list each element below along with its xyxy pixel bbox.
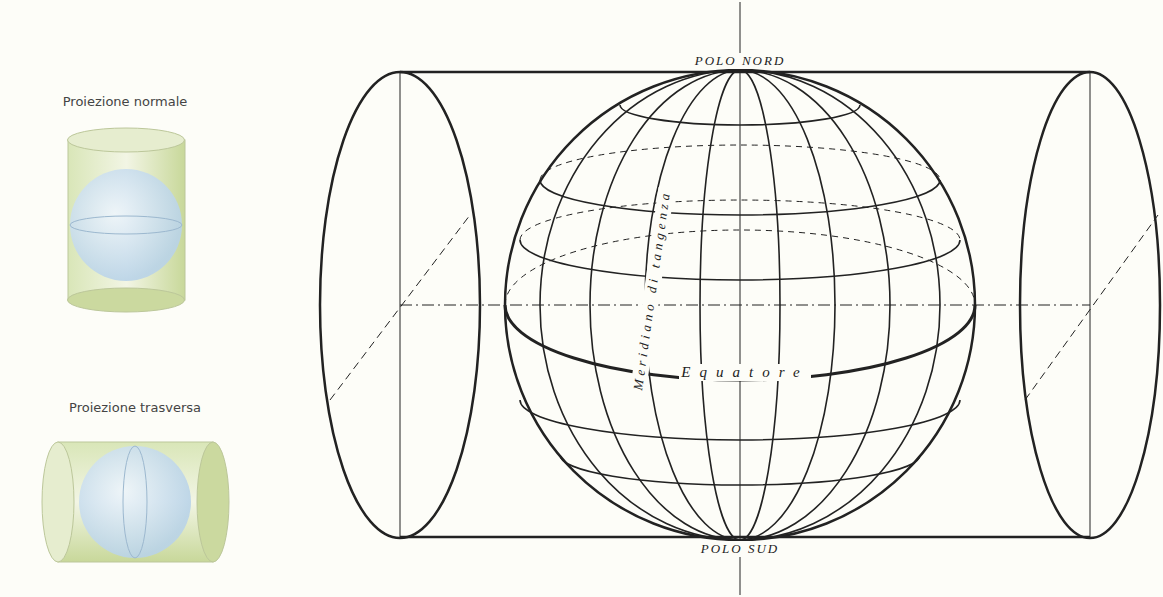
transverse-projection-icon [42, 442, 229, 562]
pole-label: POLO SUD [699, 541, 781, 557]
projection-type-label: Proiezione normale [63, 94, 188, 109]
pole-label: POLO NORD [693, 53, 788, 69]
cylinder-globe-drawing [320, 2, 1160, 595]
normal-projection-icon [68, 128, 186, 312]
equator-label: Equatore [679, 364, 810, 381]
projection-type-label: Proiezione trasversa [69, 400, 201, 415]
